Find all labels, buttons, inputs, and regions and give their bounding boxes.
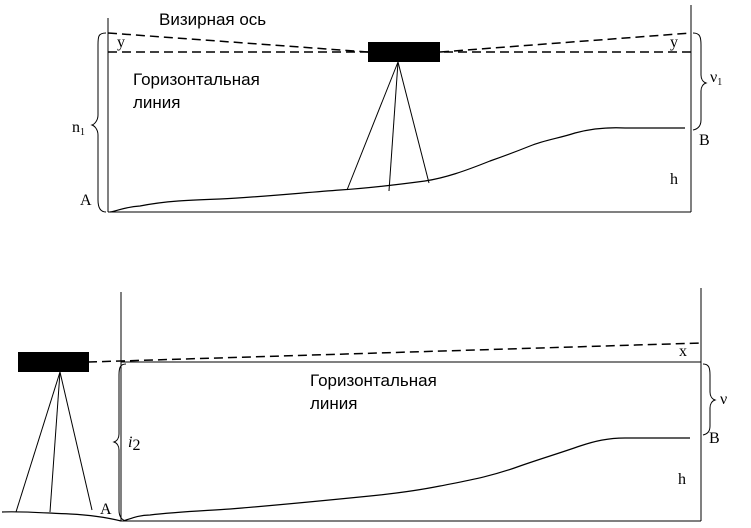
bottom-diagram: Горизонтальная линия x ν i2 A B h bbox=[1, 288, 727, 522]
tripod-leg-right bbox=[59, 371, 93, 511]
ground-profile bbox=[109, 127, 685, 213]
brace-v bbox=[702, 363, 717, 436]
top-diagram: Визирная ось Горизонтальная линия y y n1… bbox=[72, 5, 722, 213]
v1-sub: 1 bbox=[717, 77, 722, 88]
n1-label: n1 bbox=[72, 119, 85, 138]
v-label: ν bbox=[720, 391, 727, 408]
sight-axis bbox=[87, 342, 702, 363]
brace-i2 bbox=[112, 363, 127, 522]
horizontal-line-label-2: линия bbox=[310, 394, 358, 413]
sight-axis-right bbox=[439, 32, 692, 53]
point-b-label: B bbox=[709, 430, 720, 447]
y-left-label: y bbox=[117, 34, 125, 51]
ground-profile bbox=[122, 437, 690, 522]
point-b-label: B bbox=[699, 132, 710, 149]
n1-sub: 1 bbox=[80, 127, 85, 138]
n1-main: n bbox=[72, 119, 80, 136]
height-h-label: h bbox=[670, 171, 678, 188]
v1-main: ν bbox=[710, 69, 717, 86]
tripod-leg-left bbox=[346, 61, 399, 191]
i2-sub: 2 bbox=[132, 437, 140, 454]
ground-left bbox=[1, 511, 122, 522]
sight-axis-left bbox=[107, 32, 369, 53]
tripod-leg-right bbox=[397, 61, 430, 184]
i2-label: i2 bbox=[128, 434, 140, 454]
point-a-label: A bbox=[100, 501, 112, 518]
horizontal-line-label-1: Горизонтальная bbox=[133, 70, 260, 89]
i2-main: i bbox=[128, 434, 132, 451]
horizontal-line-label-1: Горизонтальная bbox=[310, 371, 437, 390]
tripod-leg-middle bbox=[49, 371, 61, 513]
x-label: x bbox=[679, 343, 687, 360]
horizontal-line-label-2: линия bbox=[133, 93, 181, 112]
brace-n1 bbox=[90, 32, 107, 213]
tripod-leg-left bbox=[15, 371, 61, 513]
level-instrument bbox=[368, 42, 440, 62]
y-right-label: y bbox=[670, 34, 678, 51]
level-instrument bbox=[18, 352, 89, 372]
brace-v1 bbox=[692, 32, 708, 131]
v1-label: ν1 bbox=[710, 69, 722, 88]
point-a-label: A bbox=[80, 192, 92, 209]
sight-axis-label: Визирная ось bbox=[159, 10, 266, 29]
tripod-leg-middle bbox=[388, 61, 399, 192]
height-h-label: h bbox=[678, 471, 686, 488]
